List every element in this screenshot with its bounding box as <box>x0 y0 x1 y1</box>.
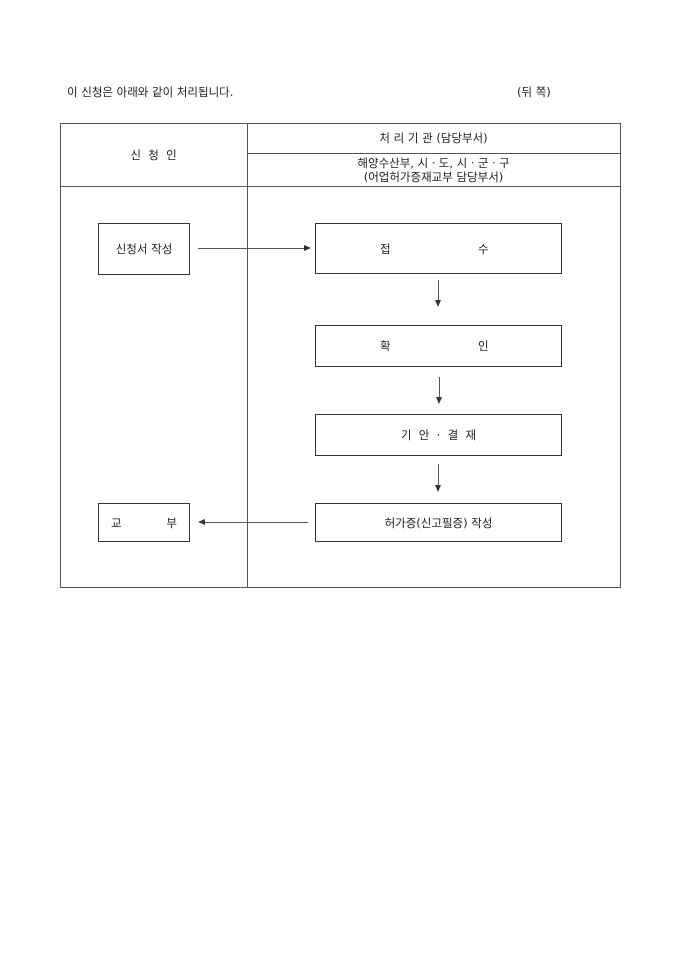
agency-detail: 해양수산부, 시ㆍ도, 시ㆍ군ㆍ구 (어업허가증재교부 담당부서) <box>247 153 620 186</box>
agency-detail-line1: 해양수산부, 시ㆍ도, 시ㆍ군ㆍ구 <box>357 155 510 170</box>
step-receipt: 접 수 <box>315 223 562 274</box>
step-label-left: 접 <box>380 241 391 256</box>
step-label-left: 교 <box>111 515 122 530</box>
step-license-writing: 허가증(신고필증) 작성 <box>315 503 562 542</box>
step-label: 허가증(신고필증) 작성 <box>384 515 493 530</box>
applicant-header: 신 청 인 <box>130 147 177 162</box>
step-label-right: 수 <box>478 241 489 256</box>
step-label: 신청서 작성 <box>115 242 173 256</box>
step-verification: 확 인 <box>315 325 562 367</box>
step-label-left: 확 <box>380 339 391 353</box>
page-side-label: (뒤 쪽) <box>517 85 551 99</box>
step-label-right: 부 <box>166 515 177 530</box>
step-application-writing: 신청서 작성 <box>98 223 190 275</box>
step-label: 기 안 · 결 재 <box>400 428 477 442</box>
intro-text: 이 신청은 아래와 같이 처리됩니다. <box>67 85 234 99</box>
step-issuance: 교 부 <box>98 503 190 542</box>
step-draft-approval: 기 안 · 결 재 <box>315 414 562 456</box>
agency-header: 처 리 기 관 (담당부서) <box>379 131 488 145</box>
agency-detail-line2: (어업허가증재교부 담당부서) <box>363 169 504 184</box>
step-label-right: 인 <box>478 339 489 353</box>
